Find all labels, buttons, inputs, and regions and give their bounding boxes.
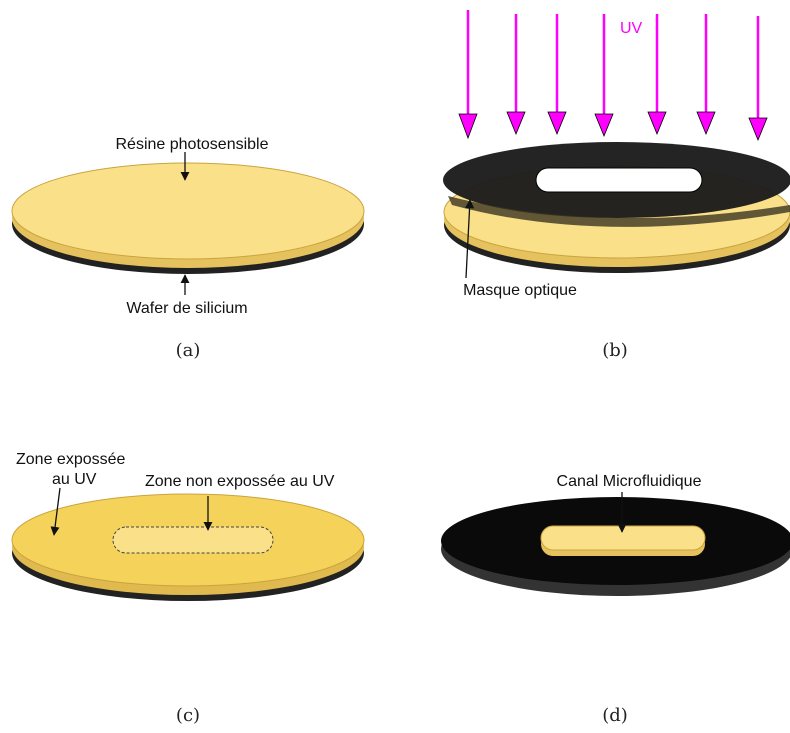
uv-arrowhead (547, 111, 567, 136)
label-exposed-line1: Zone expossée (16, 451, 126, 468)
label-channel: Canal Microfluidique (557, 473, 702, 490)
microfluidic-channel (540, 525, 706, 551)
panel-c: Zone expossée au UV Zone non expossée au… (11, 451, 365, 726)
arrow-exposed (50, 487, 61, 536)
mask-opening (535, 167, 703, 193)
label-wafer: Wafer de silicium (126, 300, 247, 317)
arrow-mask (465, 199, 475, 279)
label-mask: Masque optique (463, 282, 577, 299)
uv-arrowhead (458, 113, 478, 140)
unexposed-zone (112, 526, 274, 554)
uv-arrows (458, 10, 768, 142)
uv-arrowhead (647, 111, 667, 136)
label-unexposed: Zone non expossée au UV (145, 473, 335, 490)
uv-label: UV (620, 20, 643, 37)
uv-arrowhead (594, 113, 614, 138)
panel-d: Canal Microfluidique (d) (441, 473, 790, 726)
label-resist: Résine photosensible (116, 136, 269, 153)
caption-c: (c) (176, 705, 200, 726)
uv-arrowhead (506, 111, 526, 136)
uv-arrowhead (748, 117, 768, 142)
caption-a: (a) (176, 340, 201, 361)
mask-shadow (448, 196, 790, 227)
label-exposed-line2: au UV (52, 471, 97, 488)
uv-arrowhead (696, 111, 716, 136)
caption-d: (d) (602, 705, 628, 726)
resist-top-a (11, 162, 365, 260)
caption-b: (b) (602, 340, 628, 361)
panel-a: Résine photosensible Wafer de silicium (… (11, 136, 365, 361)
panel-b: UV Masque optique (b) (443, 10, 790, 361)
